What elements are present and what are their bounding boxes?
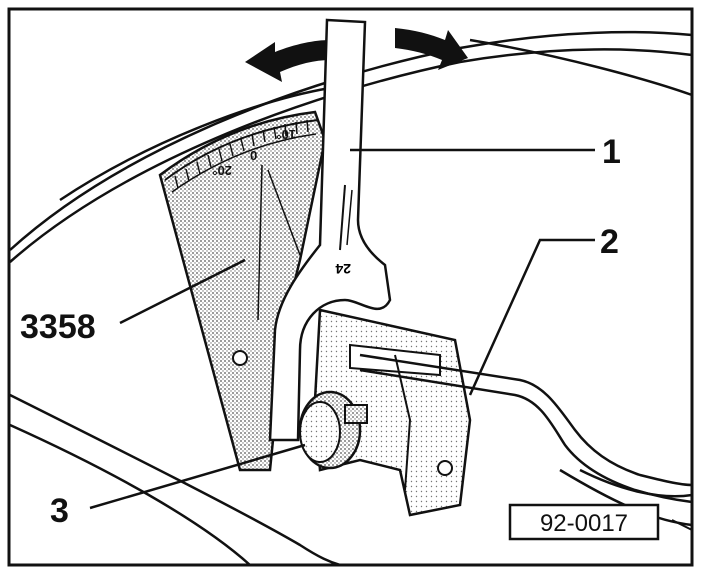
- gauge-hole: [232, 350, 248, 366]
- wrench: 24: [268, 18, 392, 442]
- wrench-size-label: 24: [335, 261, 351, 277]
- reference-code: 92-0017: [540, 510, 628, 537]
- bracket-hole: [437, 460, 453, 476]
- background-body-lines: [9, 30, 693, 567]
- callout-1: 1: [602, 133, 621, 171]
- callout-3358: 3358: [20, 308, 96, 346]
- rotate-left-arrow-icon: [245, 40, 330, 82]
- callout-3: 3: [50, 492, 69, 530]
- scale-label-20: 20°: [212, 163, 232, 178]
- adjustment-rod: [359, 353, 693, 504]
- scale-ticks: [174, 119, 309, 189]
- reference-code-box: 92-0017: [508, 503, 660, 541]
- leader-lines: [89, 148, 595, 510]
- figure-frame: [7, 7, 694, 567]
- callout-2: 2: [600, 223, 619, 261]
- scale-label-10: 10°: [276, 127, 296, 142]
- scale-label-0: 0: [250, 148, 257, 163]
- rotate-right-arrow-icon: [395, 28, 468, 70]
- knurled-knob-icon: [298, 390, 368, 470]
